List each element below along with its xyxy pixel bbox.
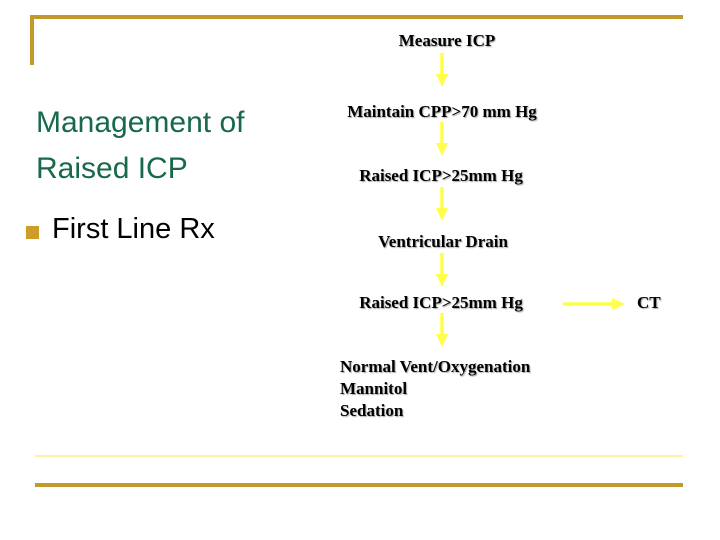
flowchart-node-measure-icp: Measure ICP (398, 31, 496, 50)
bottom-pale-yellow-line (35, 455, 683, 457)
slide-title-line1: Management of (36, 106, 245, 139)
top-gold-line (30, 15, 683, 19)
slide-title: Management of Raised ICP (36, 100, 244, 192)
flowchart-node-ct: CT (637, 293, 661, 312)
treatment-line-3: Sedation (340, 401, 404, 420)
bullet-item: First Line Rx (52, 213, 215, 245)
down-arrow-icon (435, 187, 449, 226)
flowchart-node-treatment: Normal Vent/Oxygenation Mannitol Sedatio… (340, 356, 530, 422)
bullet-square-icon (26, 226, 39, 239)
flowchart-node-raised-icp-1: Raised ICP>25mm Hg (359, 166, 523, 185)
flowchart-node-raised-icp-2: Raised ICP>25mm Hg (359, 293, 523, 312)
down-arrow-icon (435, 122, 449, 161)
treatment-line-2: Mannitol (340, 379, 408, 398)
top-left-gold-tick (30, 15, 34, 65)
down-arrow-icon (435, 253, 449, 292)
flowchart-node-maintain-cpp: Maintain CPP>70 mm Hg (347, 102, 537, 121)
down-arrow-icon (435, 313, 449, 352)
bottom-gold-line (35, 483, 683, 487)
down-arrow-icon (435, 53, 449, 92)
treatment-line-1: Normal Vent/Oxygenation (340, 357, 531, 376)
slide-title-line2: Raised ICP (36, 152, 188, 185)
flowchart-node-ventricular-drain: Ventricular Drain (378, 232, 508, 251)
right-arrow-icon (563, 297, 625, 316)
